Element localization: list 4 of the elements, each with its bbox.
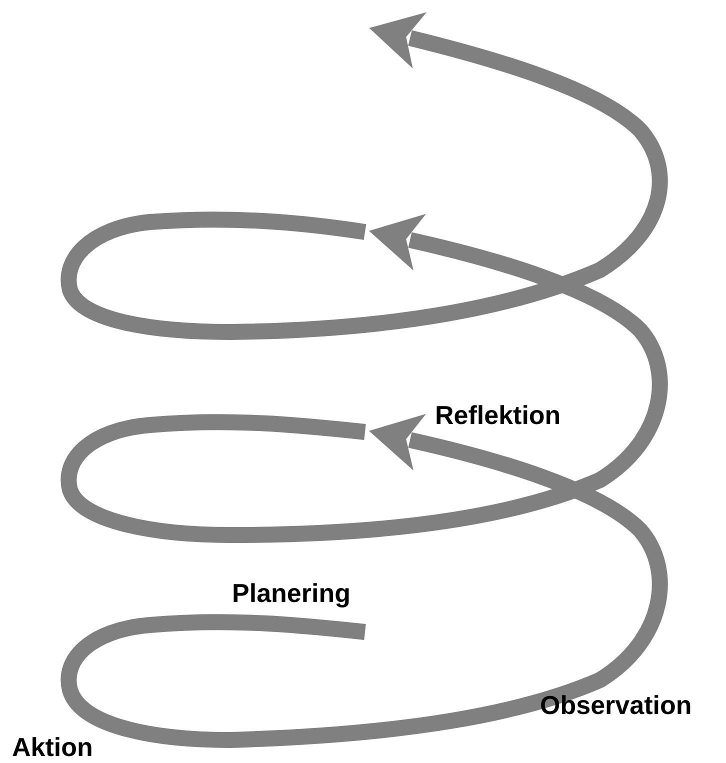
stage-label: Observation [540, 690, 692, 720]
stage-label: Planering [232, 578, 350, 608]
stage-label: Aktion [12, 732, 93, 762]
stage-label: Reflektion [435, 400, 561, 430]
